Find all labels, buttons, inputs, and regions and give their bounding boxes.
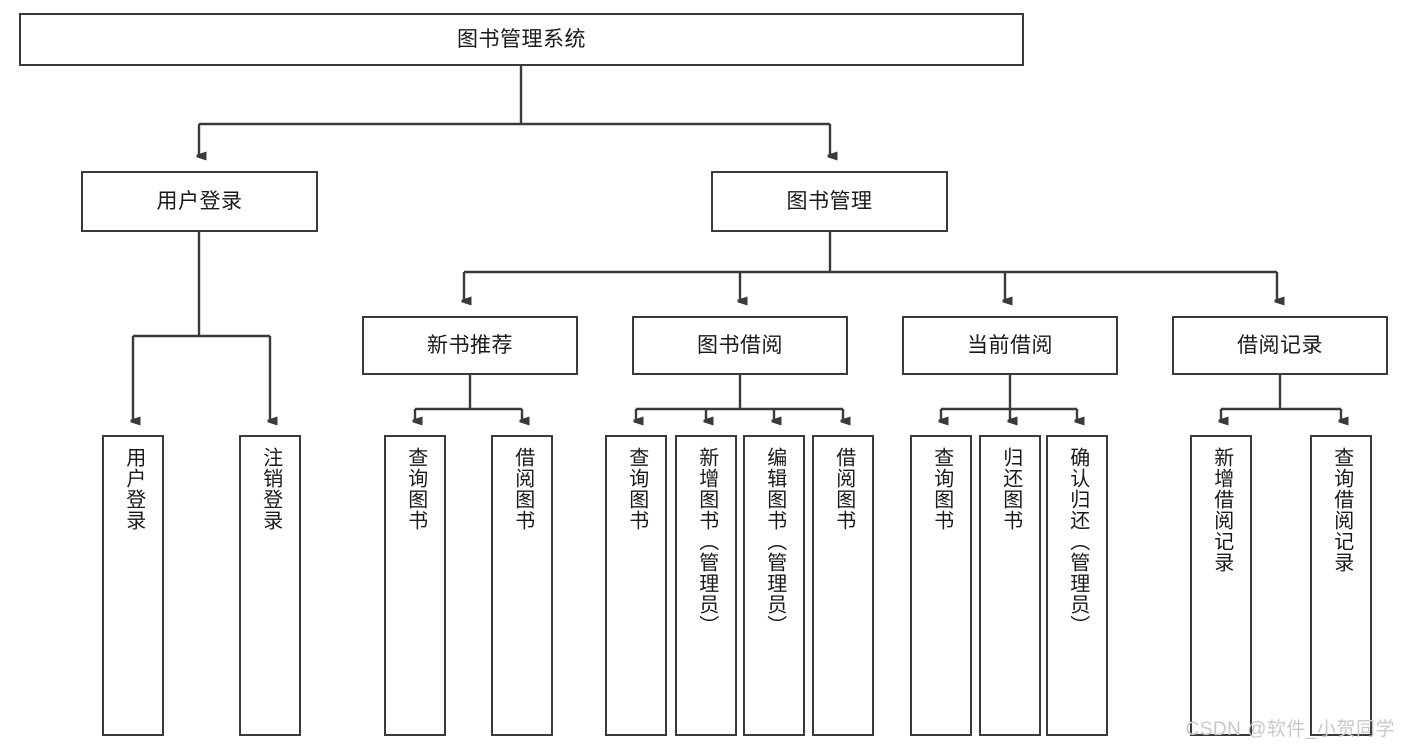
- node-label: 新增借阅记录: [1210, 447, 1233, 573]
- node-new-book-recommend[interactable]: 新书推荐: [362, 316, 578, 375]
- leaf-records-add-record[interactable]: 新增借阅记录: [1190, 435, 1252, 736]
- leaf-current-query-book[interactable]: 查询图书: [910, 435, 972, 736]
- node-label: 确认归还（管理员）: [1066, 447, 1089, 636]
- node-label: 借阅图书: [511, 447, 534, 531]
- node-book-borrow[interactable]: 图书借阅: [632, 316, 848, 375]
- leaf-user-login-logout[interactable]: 注销登录: [239, 435, 301, 736]
- node-label: 图书管理: [786, 189, 873, 213]
- node-label: 查询借阅记录: [1330, 447, 1353, 573]
- node-label: 借阅图书: [832, 447, 855, 531]
- leaf-borrow-query-book[interactable]: 查询图书: [605, 435, 667, 736]
- node-label: 编辑图书（管理员）: [763, 447, 786, 636]
- node-root-book-management-system[interactable]: 图书管理系统: [19, 13, 1024, 66]
- node-label: 用户登录: [156, 189, 243, 213]
- watermark-text: CSDN @软件_小贺同学: [1185, 719, 1395, 740]
- node-label: 新增图书（管理员）: [695, 447, 718, 636]
- node-label: 查询图书: [404, 447, 427, 531]
- leaf-new-books-query-book[interactable]: 查询图书: [384, 435, 446, 736]
- node-label: 当前借阅: [967, 333, 1053, 357]
- node-label: 新书推荐: [427, 333, 513, 357]
- node-user-login[interactable]: 用户登录: [81, 171, 318, 232]
- node-label: 归还图书: [999, 447, 1022, 531]
- node-label: 图书借阅: [697, 333, 783, 357]
- node-label: 查询图书: [930, 447, 953, 531]
- node-current-borrow[interactable]: 当前借阅: [902, 316, 1118, 375]
- node-book-management[interactable]: 图书管理: [711, 171, 948, 232]
- leaf-new-books-borrow-book[interactable]: 借阅图书: [491, 435, 553, 736]
- leaf-borrow-add-book-admin[interactable]: 新增图书（管理员）: [675, 435, 737, 736]
- leaf-borrow-borrow-book[interactable]: 借阅图书: [812, 435, 874, 736]
- leaf-current-confirm-return-admin[interactable]: 确认归还（管理员）: [1046, 435, 1108, 736]
- node-label: 图书管理系统: [457, 27, 586, 51]
- node-label: 查询图书: [625, 447, 648, 531]
- node-label: 用户登录: [122, 447, 145, 531]
- leaf-user-login-login[interactable]: 用户登录: [102, 435, 164, 736]
- leaf-borrow-edit-book-admin[interactable]: 编辑图书（管理员）: [743, 435, 805, 736]
- leaf-current-return-book[interactable]: 归还图书: [979, 435, 1041, 736]
- node-borrow-records[interactable]: 借阅记录: [1172, 316, 1388, 375]
- leaf-records-query-record[interactable]: 查询借阅记录: [1310, 435, 1372, 736]
- node-label: 借阅记录: [1237, 333, 1323, 357]
- node-label: 注销登录: [259, 447, 282, 531]
